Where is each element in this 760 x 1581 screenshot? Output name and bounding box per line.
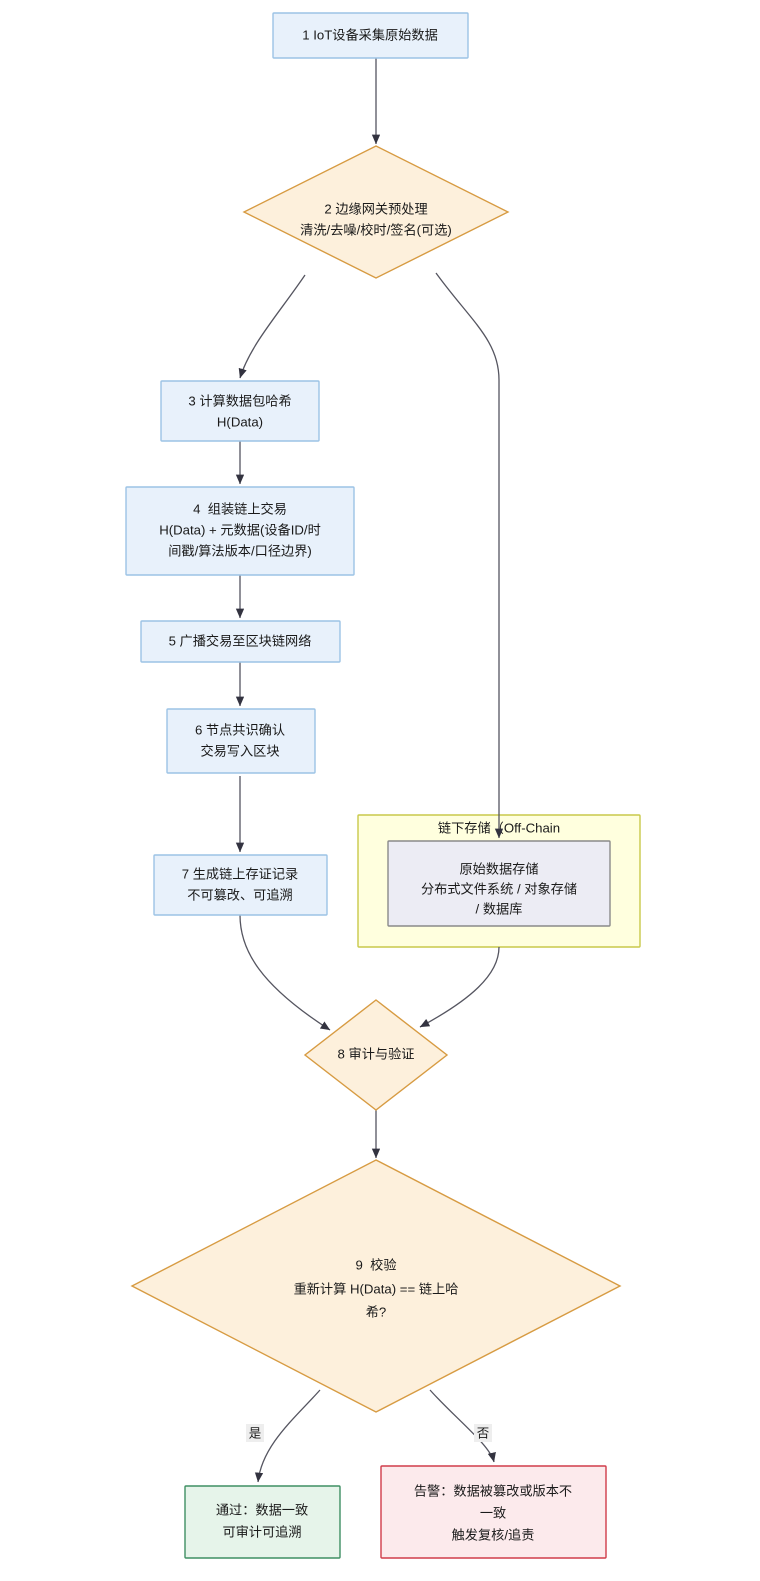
node-7-shape[interactable] (153, 854, 328, 916)
node-8[interactable]: 8 审计与验证 (303, 999, 449, 1111)
node-alert[interactable]: 告警：数据被篡改或版本不 一致 触发复核/追责 (380, 1465, 607, 1559)
node-pass[interactable]: 通过：数据一致 可审计可追溯 (184, 1485, 341, 1559)
node-9-shape[interactable] (130, 1159, 622, 1413)
node-6-label-line1: 6 节点共识确认 (195, 722, 285, 737)
node-store-label-line1: 原始数据存储 (459, 861, 538, 876)
edge-label-yes: 是 (246, 1424, 264, 1442)
node-6-label-line2: 交易写入区块 (200, 742, 279, 758)
node-2-label-line1: 2 边缘网关预处理 (324, 201, 427, 216)
node-5-label-line1: 5 广播交易至区块链网络 (169, 632, 312, 648)
node-1[interactable]: 1 IoT设备采集原始数据 (272, 12, 469, 59)
node-5-shape[interactable] (140, 620, 341, 663)
node-1-shape[interactable] (272, 12, 469, 59)
node-6[interactable]: 6 节点共识确认 交易写入区块 (166, 708, 316, 774)
node-7-label-line2: 不可篡改、可追溯 (187, 886, 293, 902)
edge-label-no-text: 否 (477, 1426, 490, 1440)
edge-label-no: 否 (474, 1424, 492, 1442)
node-7[interactable]: 7 生成链上存证记录 不可篡改、可追溯 (153, 854, 328, 916)
node-pass-label-line1: 通过：数据一致 (216, 1502, 308, 1517)
node-3[interactable]: 3 计算数据包哈希 H(Data) (160, 380, 320, 442)
node-2[interactable]: 2 边缘网关预处理 清洗/去噪/校时/签名(可选) (242, 145, 510, 279)
node-alert-label-line1: 告警：数据被篡改或版本不 (414, 1482, 572, 1498)
node-store-label-line3: / 数据库 (476, 901, 523, 916)
edge-label-yes-bg (246, 1424, 264, 1442)
node-1-label-line1: 1 IoT设备采集原始数据 (302, 26, 438, 42)
node-alert-shape[interactable] (380, 1465, 607, 1559)
node-7-label-line1: 7 生成链上存证记录 (182, 866, 299, 881)
subgraph-off-chain: 链下存储（Off-Chain 原始数据存储 分布式文件系统 / 对象存储 / 数… (357, 814, 641, 948)
node-5[interactable]: 5 广播交易至区块链网络 (140, 620, 341, 663)
edge-label-no-bg (474, 1424, 492, 1442)
node-9[interactable]: 9 校验 重新计算 H(Data) == 链上哈 希? (130, 1159, 622, 1413)
node-8-shape[interactable] (303, 999, 449, 1111)
edge-store-to-8 (419, 946, 500, 1028)
node-alert-label-line3: 触发复核/追责 (452, 1527, 535, 1542)
node-alert-label-line2: 一致 (480, 1505, 506, 1520)
edge-2-to-store (435, 272, 504, 839)
node-3-label-line2: H(Data) (217, 414, 263, 429)
node-9-label-line3: 希? (366, 1304, 387, 1319)
node-pass-label-line2: 可审计可追溯 (222, 1524, 301, 1539)
node-4-label-line1: 4 组装链上交易 (193, 500, 287, 516)
node-store-label-line2: 分布式文件系统 / 对象存储 (421, 881, 577, 896)
node-4-shape[interactable] (125, 486, 355, 576)
node-2-shape[interactable] (242, 145, 510, 279)
node-4-label-line3: 间戳/算法版本/口径边界) (168, 543, 312, 558)
node-8-label-line1: 8 审计与验证 (338, 1046, 415, 1061)
node-4[interactable]: 4 组装链上交易 H(Data) + 元数据(设备ID/时 间戳/算法版本/口径… (125, 486, 355, 576)
edge-2-to-3 (238, 274, 306, 379)
node-store-shape[interactable] (387, 840, 611, 927)
node-9-label-line1: 9 校验 (355, 1256, 396, 1272)
node-4-label-line2: H(Data) + 元数据(设备ID/时 (159, 521, 321, 537)
edge-label-yes-text: 是 (249, 1426, 262, 1440)
edge-7-to-8 (239, 914, 331, 1031)
node-pass-shape[interactable] (184, 1485, 341, 1559)
node-2-label-line2: 清洗/去噪/校时/签名(可选) (300, 221, 452, 237)
node-3-shape[interactable] (160, 380, 320, 442)
node-3-label-line1: 3 计算数据包哈希 (188, 393, 291, 408)
node-9-label-line2: 重新计算 H(Data) == 链上哈 (294, 1281, 459, 1296)
edge-9-to-pass (254, 1389, 321, 1483)
edge-9-to-alert (429, 1389, 496, 1463)
node-6-shape[interactable] (166, 708, 316, 774)
